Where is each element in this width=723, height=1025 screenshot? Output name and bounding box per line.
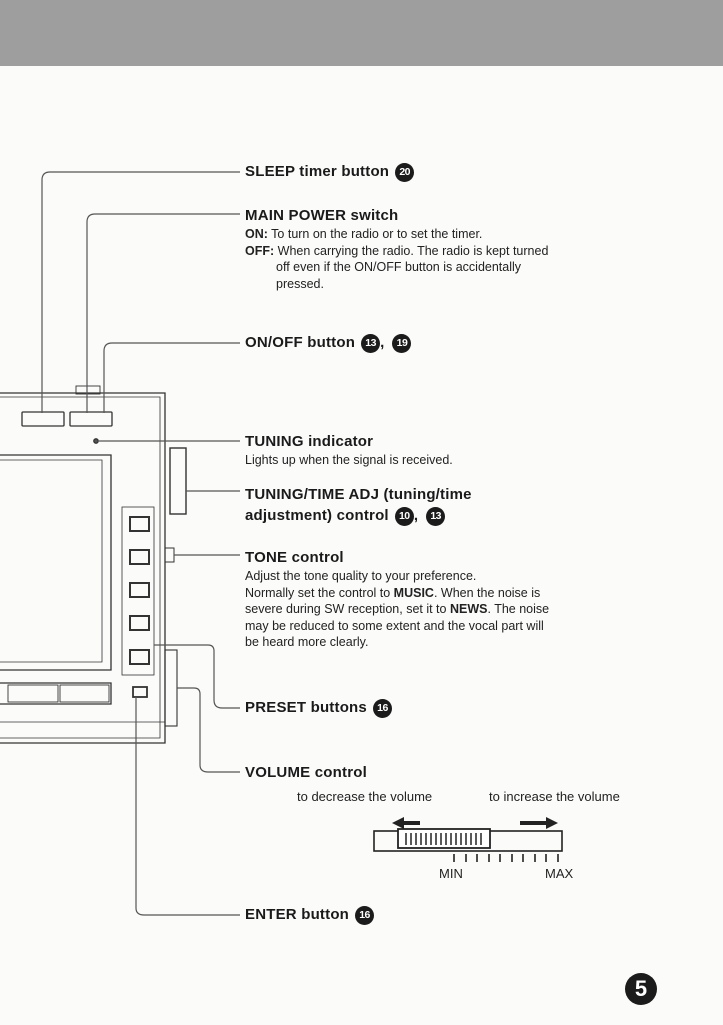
preset-title: PRESET buttons <box>245 699 367 716</box>
ref-badge: 16 <box>355 906 375 925</box>
off-line1: When carrying the radio. The radio is ke… <box>277 243 549 258</box>
ref-badge: 13 <box>426 507 446 526</box>
tone-line2-a: Normally set the control to <box>245 585 394 600</box>
off-line2: off even if the ON/OFF button is acciden… <box>276 260 522 274</box>
tuning-time-title-line1: TUNING/TIME ADJ (tuning/time <box>245 486 472 503</box>
ref-badge: 20 <box>395 163 415 182</box>
sleep-button-shape <box>21 411 65 427</box>
tone-line4: may be reduced to some extent and the vo… <box>245 618 544 633</box>
tone-line3-c: . The noise <box>487 602 550 616</box>
leader-enter <box>135 697 240 916</box>
radio-body-inner <box>0 396 161 739</box>
tuning-indicator-title: TUNING indicator <box>245 433 374 450</box>
tuning-indicator-led <box>93 438 99 444</box>
volume-max-label: MAX <box>545 866 574 881</box>
volume-slider-diagram <box>373 817 563 862</box>
display-panel <box>0 454 112 671</box>
tone-line1: Adjust the tone quality to your preferen… <box>245 569 477 583</box>
off-label: OFF: <box>245 243 275 258</box>
tone-line3-a: severe during SW reception, set it to <box>245 602 450 616</box>
preset-label: PRESET buttons 16 <box>245 699 392 718</box>
ref-badge: 13 <box>361 334 381 353</box>
header-band <box>0 0 723 66</box>
volume-knob-shape <box>164 649 178 727</box>
leader-volume <box>177 687 240 773</box>
leader-main-power <box>86 213 240 413</box>
volume-min-label: MIN <box>439 866 463 881</box>
enter-button-shape <box>132 686 148 698</box>
preset-button-shape <box>129 549 150 565</box>
main-power-description: ON: To turn on the radio or to set the t… <box>245 226 548 292</box>
tone-line5: be heard more clearly. <box>245 635 369 649</box>
enter-title: ENTER button <box>245 906 350 923</box>
tone-title: TONE control <box>245 549 344 566</box>
leader-preset <box>154 644 240 709</box>
volume-title: VOLUME control <box>245 764 367 781</box>
enter-label: ENTER button 16 <box>245 906 375 925</box>
tone-line2-c: . When the noise is <box>433 585 541 600</box>
leader-onoff <box>103 342 240 413</box>
on-text: To turn on the radio or to set the timer… <box>271 227 483 241</box>
volume-increase-caption: to increase the volume <box>489 789 620 804</box>
on-label: ON: <box>245 227 268 241</box>
ref-badge: 19 <box>392 334 412 353</box>
preset-button-shape <box>129 582 150 598</box>
off-line3: pressed. <box>276 276 324 291</box>
sleep-title: SLEEP timer button <box>245 163 390 180</box>
radio-body-outline <box>0 392 166 744</box>
tuning-knob-shape <box>169 447 187 515</box>
tone-news: NEWS <box>449 602 488 616</box>
volume-decrease-caption: to decrease the volume <box>297 789 433 804</box>
main-power-title: MAIN POWER switch <box>245 207 399 224</box>
preset-button-shape <box>129 615 150 631</box>
page-number: 5 <box>625 973 657 1005</box>
tuning-time-label: TUNING/TIME ADJ (tuning/time adjustment)… <box>245 486 472 526</box>
ref-badge: 16 <box>372 699 392 718</box>
leader-sleep <box>41 171 240 413</box>
tone-music: MUSIC <box>393 585 434 600</box>
ref-badge: 10 <box>394 507 414 526</box>
sleep-timer-label: SLEEP timer button 20 <box>245 163 415 182</box>
power-switch-shape <box>69 411 113 427</box>
tuning-indicator-desc: Lights up when the signal is received. <box>245 453 453 467</box>
onoff-title: ON/OFF button <box>245 334 356 351</box>
preset-button-shape <box>129 649 150 665</box>
preset-button-shape <box>129 516 150 532</box>
tone-description: Adjust the tone quality to your preferen… <box>245 568 549 651</box>
tuning-time-title-line2: adjustment) control <box>245 507 389 524</box>
